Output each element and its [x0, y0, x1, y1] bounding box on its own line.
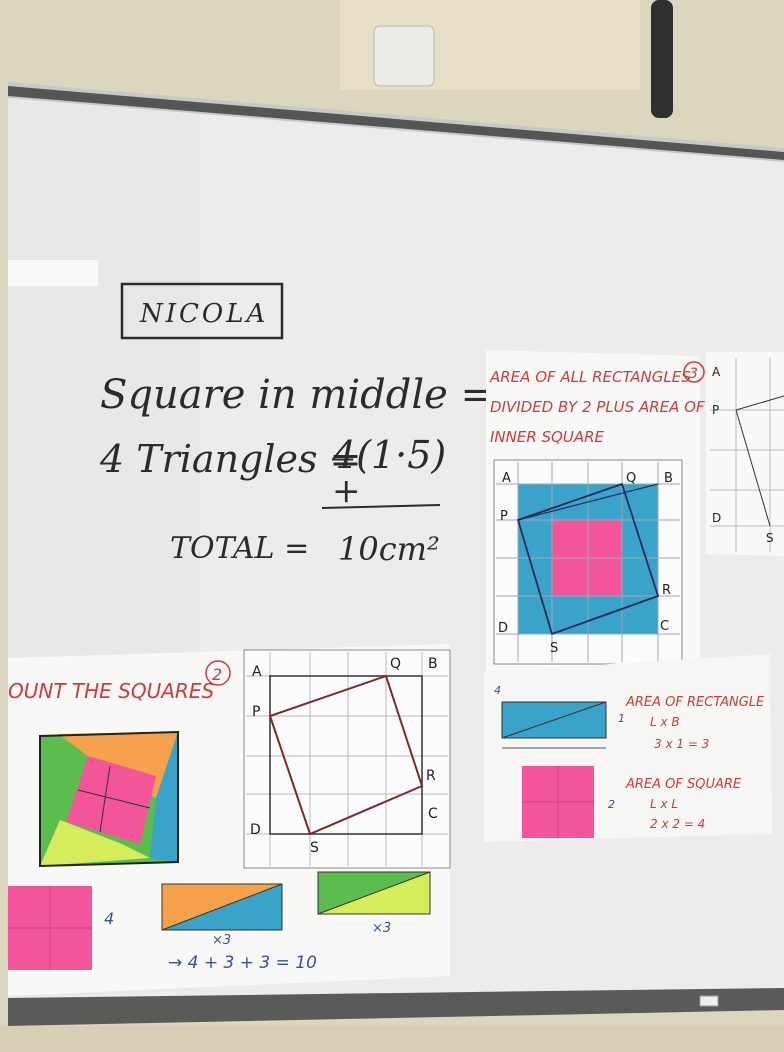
note-orange: ×3: [212, 933, 231, 948]
bottom-right-blue-rect: [501, 701, 607, 739]
far-label-a: A: [712, 365, 721, 379]
right-title-2: DIVIDED BY 2 PLUS AREA OF: [490, 398, 705, 416]
far-right-grid: [710, 358, 784, 552]
line-square-in-middle: Square in middle = 4.: [100, 372, 545, 418]
right-number-circle: [683, 361, 705, 383]
whiteboard-top-rail: [8, 86, 784, 160]
whiteboard-bottom-rail: [8, 988, 784, 1026]
left-label-a: A: [252, 664, 262, 680]
right-title-3: INNER SQUARE: [490, 428, 605, 446]
right-label-p: P: [500, 509, 508, 524]
plus-sign: +: [332, 471, 361, 511]
left-orange-blue-rect: [161, 883, 283, 931]
rect-formula: L x B: [650, 715, 680, 729]
sum-line: [321, 504, 441, 509]
board-glare: [8, 260, 98, 286]
left-label-r: R: [426, 768, 436, 784]
line-total-lhs: TOTAL =: [170, 531, 309, 566]
right-label-s: S: [550, 641, 558, 656]
side-label: 2: [608, 798, 615, 811]
far-label-s: S: [766, 531, 774, 545]
left-poster-title: OUNT THE SQUARES: [8, 679, 214, 703]
right-label-b: B: [664, 471, 673, 486]
bottom-right-pink-square: [522, 766, 594, 838]
left-poster-number: 2: [212, 665, 222, 684]
left-label-q: Q: [390, 656, 401, 672]
rect-calc: 3 x 1 = 3: [654, 737, 709, 751]
board-clip: [699, 995, 719, 1007]
far-label-p: P: [712, 403, 719, 417]
left-label-d: D: [250, 822, 261, 838]
square-formula: L x L: [650, 797, 678, 811]
left-grid-diagram: [243, 649, 451, 869]
left-poster-number-circle: [205, 660, 231, 686]
note-pink: 4: [104, 909, 114, 928]
left-label-p: P: [252, 704, 260, 720]
wall-bottom: [0, 1026, 784, 1052]
right-label-a: A: [502, 471, 511, 486]
line-total-rhs: 10cm²: [338, 530, 440, 568]
name-box: [120, 282, 284, 340]
right-title-1: AREA OF ALL RECTANGLES: [489, 368, 691, 386]
left-green-rect: [317, 871, 431, 915]
left-pink-square: [8, 886, 92, 970]
right-label-c: C: [660, 619, 669, 634]
right-grid-diagram: [493, 459, 683, 665]
width-label: 1: [618, 712, 625, 725]
line-triangles-rhs: 4(1·5): [331, 433, 446, 477]
far-label-d: D: [712, 511, 721, 525]
right-label-q: Q: [626, 471, 636, 486]
line-triangles-lhs: 4 Triangles =: [99, 437, 361, 481]
left-label-s: S: [310, 840, 319, 856]
right-label-r: R: [662, 583, 671, 598]
left-sum-line: → 4 + 3 + 3 = 10: [168, 953, 317, 973]
len-label: 4: [494, 684, 501, 697]
left-label-c: C: [428, 806, 438, 822]
square-caption: AREA OF SQUARE: [625, 777, 742, 792]
rect-caption: AREA OF RECTANGLE: [625, 695, 765, 710]
left-colored-square: [39, 730, 179, 868]
note-green: ×3: [372, 921, 391, 936]
far-right-poster: [706, 352, 784, 556]
right-number: 3: [689, 366, 698, 382]
name-text: NICOLA: [139, 299, 268, 329]
square-calc: 2 x 2 = 4: [650, 817, 705, 831]
right-label-d: D: [498, 621, 508, 636]
wall-sensor: [373, 25, 435, 87]
left-label-b: B: [428, 656, 438, 672]
wall-cable: [651, 0, 673, 118]
